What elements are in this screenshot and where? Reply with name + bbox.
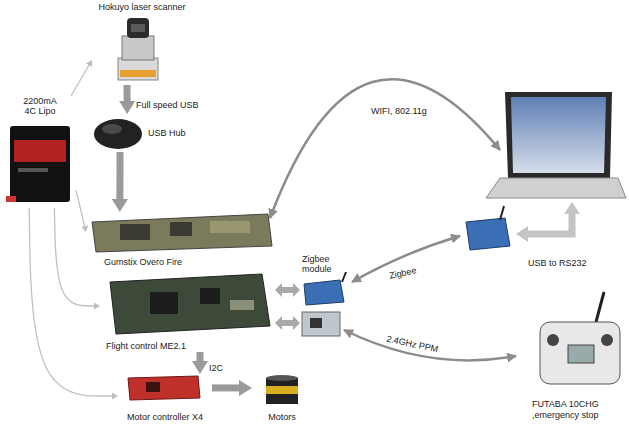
zigbee-link-arc — [352, 236, 460, 282]
component-label: Hokuyo laser scanner — [98, 2, 185, 12]
hub-highlight — [102, 124, 122, 134]
scanner-window — [131, 24, 145, 32]
antenna — [342, 272, 346, 282]
radio-link-arc — [344, 330, 516, 360]
remote-zigbee-picture — [466, 206, 510, 250]
scanner-base — [118, 58, 158, 80]
radio-transmitter-node: FUTABA 10CHG ,emergency stop — [520, 288, 626, 420]
component-label: FUTABA 10CHG ,emergency stop — [532, 399, 612, 420]
chip — [200, 288, 220, 304]
link-label: WIFI, 802.11g — [370, 106, 428, 116]
edge-label-anchor: Full speed USB — [135, 94, 200, 112]
receiver-picture — [302, 312, 340, 336]
laser-scanner-picture — [118, 18, 158, 80]
board — [466, 218, 510, 250]
connector — [230, 300, 254, 310]
scanner-body — [122, 36, 154, 60]
label-anchor: 2.4GHz PPM — [385, 333, 440, 351]
i2c-arrow — [196, 352, 203, 361]
component-label: Gumstix Overo Fire — [104, 257, 182, 267]
label-anchor: Zigbee — [388, 262, 418, 280]
zigbee-module-node: Zigbee module — [300, 254, 350, 306]
board — [92, 214, 272, 252]
motor-controller-node: Motor controller X4 — [118, 374, 212, 422]
chip — [150, 292, 178, 314]
laptop-base — [486, 178, 626, 198]
laptop-screen — [511, 97, 606, 173]
component-label: Zigbee module — [302, 254, 340, 275]
battery-label — [14, 140, 66, 162]
hub-body — [94, 119, 142, 149]
board — [128, 376, 200, 400]
laptop-lid — [505, 92, 612, 178]
battery-plug — [6, 196, 16, 202]
component-label: Motors — [268, 412, 296, 422]
motor-drive-arrow — [212, 384, 239, 391]
chip — [310, 318, 322, 328]
wifi-link-arc — [270, 79, 500, 218]
stick — [601, 334, 613, 346]
scanner-stripe — [120, 70, 156, 77]
chip — [170, 222, 192, 236]
transmitter-body — [540, 322, 620, 384]
battery-picture — [6, 126, 70, 202]
power-line — [54, 208, 94, 306]
usb-arrow — [116, 152, 123, 199]
motor-top — [266, 375, 298, 381]
chip — [120, 224, 150, 240]
board — [110, 274, 270, 334]
transmitter-screen — [568, 345, 594, 363]
edge-label: Full speed USB — [135, 100, 200, 110]
flight-control-board-picture — [110, 274, 270, 334]
label-anchor: USB to RS232 — [527, 252, 588, 270]
board — [304, 280, 344, 305]
serial-link-arrow — [282, 287, 293, 293]
component-label: Motor controller X4 — [127, 412, 203, 422]
battery-print — [18, 168, 48, 172]
battery-body — [10, 126, 70, 202]
stick — [547, 334, 559, 346]
component-label: 2200mA 4C Lipo — [18, 96, 62, 117]
antenna — [596, 292, 604, 322]
companion-computer-node: Gumstix Overo Fire — [86, 212, 274, 268]
gumstix-board-picture — [92, 214, 272, 252]
motor-controller-picture — [128, 376, 200, 400]
scanner-head — [127, 18, 149, 38]
link-label: 2.4GHz PPM — [385, 333, 440, 354]
zigbee-module-picture — [304, 272, 346, 305]
antenna — [500, 206, 504, 220]
radio-transmitter-picture — [540, 292, 620, 384]
label-anchor: WIFI, 802.11g — [370, 100, 428, 118]
chip — [146, 382, 160, 392]
motor-node: Motors — [252, 374, 312, 422]
motor-picture — [266, 375, 298, 404]
motor-body — [266, 378, 298, 404]
usb-arrow — [124, 85, 131, 101]
laptop-picture — [486, 92, 626, 198]
flight-control-node: Flight control ME2.1 — [100, 272, 275, 352]
motor-band — [266, 386, 298, 394]
usb-hub-picture — [94, 119, 142, 149]
power-line — [71, 65, 89, 96]
link-label: Zigbee — [387, 265, 418, 281]
laser-scanner-node: Hokuyo laser scanner — [92, 2, 192, 85]
power-line — [76, 190, 85, 226]
power-line — [29, 208, 112, 396]
receiver-link-arrow — [282, 320, 293, 326]
edge-label-anchor: I2C — [208, 357, 224, 375]
edge-label: I2C — [208, 363, 224, 373]
serial-link-arrow — [528, 214, 572, 234]
link-label: USB to RS232 — [527, 258, 588, 268]
chip — [210, 221, 250, 233]
usb-hub-node: USB Hub — [92, 114, 202, 152]
battery-node: 2200mA 4C Lipo — [4, 96, 76, 208]
receiver-board — [302, 312, 340, 336]
component-label: USB Hub — [148, 128, 186, 138]
component-label: Flight control ME2.1 — [106, 341, 186, 351]
